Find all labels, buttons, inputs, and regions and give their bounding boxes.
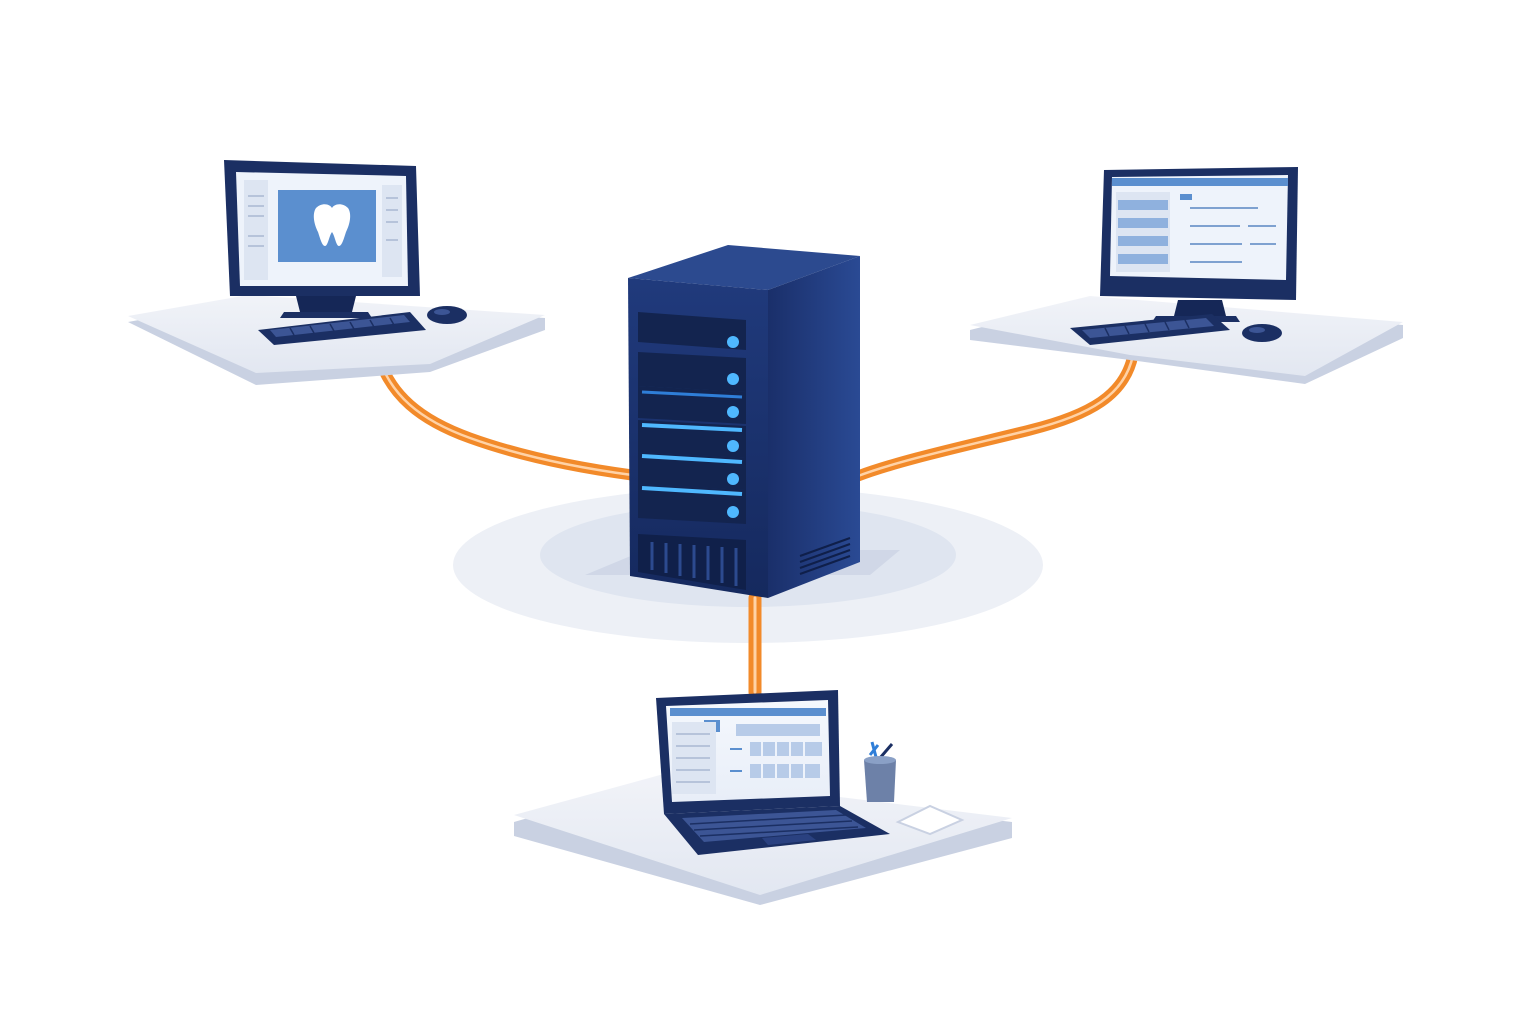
drive-bay (638, 352, 746, 392)
mouse-icon (427, 306, 467, 324)
server-vent (638, 534, 746, 590)
keyboard-icon (1070, 314, 1230, 345)
drive-bay (638, 420, 746, 458)
workstation-left (128, 160, 545, 385)
monitor-icon (224, 160, 420, 318)
server-icon (628, 245, 860, 598)
workstation-right (970, 167, 1403, 384)
drive-bay (638, 452, 746, 490)
drive-bay (638, 386, 746, 424)
laptop-workstation (514, 690, 1012, 905)
cable-to-right-workstation (852, 349, 1139, 482)
tooth-icon (313, 204, 351, 246)
keyboard-icon (258, 312, 426, 345)
notepad-icon (895, 804, 965, 836)
cable-to-left-workstation (372, 349, 638, 481)
drive-bay (638, 484, 746, 524)
pen-holder-icon (864, 741, 896, 802)
mouse-icon (1242, 324, 1282, 342)
laptop-icon (656, 690, 890, 855)
monitor-icon (1100, 167, 1298, 322)
drive-bay (638, 312, 746, 350)
desk (970, 296, 1403, 384)
